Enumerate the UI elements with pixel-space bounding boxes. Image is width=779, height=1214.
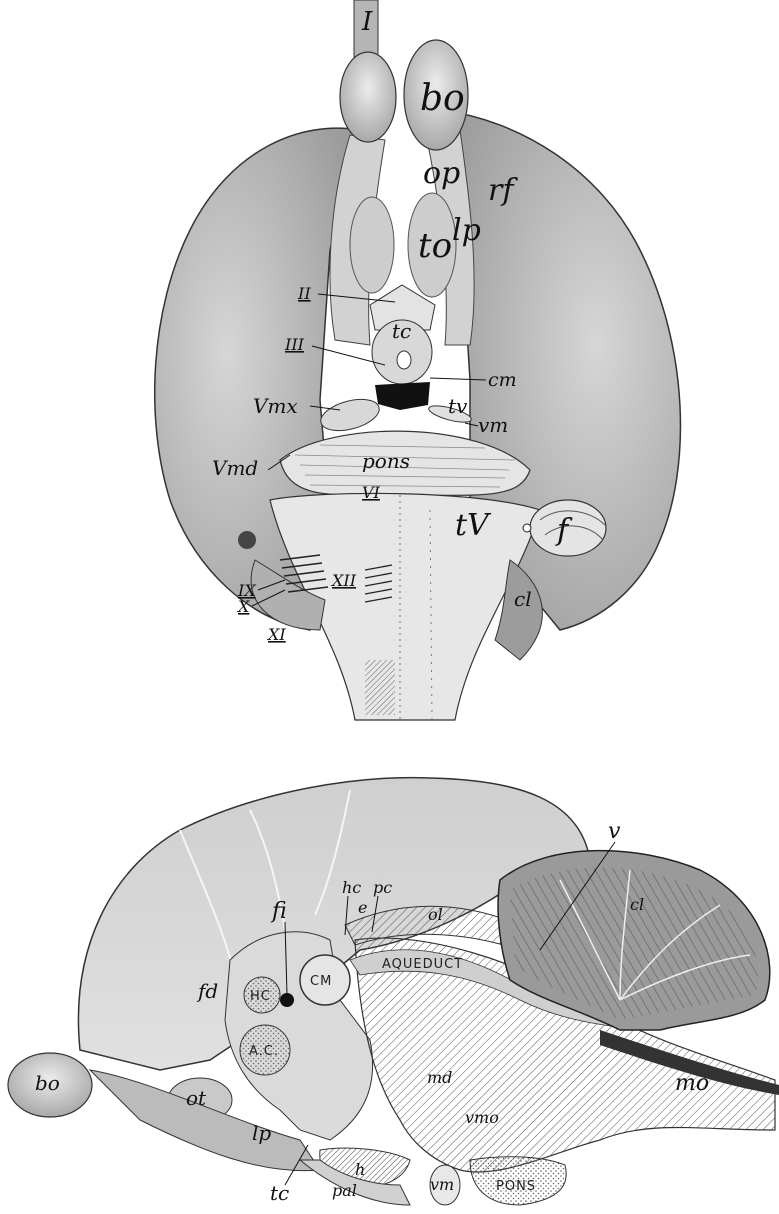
label-tv-small: tv [448, 394, 468, 418]
ventral-view-figure: I bo op rf to lp II tc III cm Vmx tv vm … [155, 0, 681, 720]
label-tV: tV [455, 508, 492, 543]
label-ot: ot [186, 1086, 207, 1110]
label-v: v [608, 819, 621, 844]
left-olfactory-bulb [340, 52, 396, 142]
maxillary-nerve [317, 394, 382, 437]
label-cl-top: cl [514, 587, 532, 611]
fornix-dot [280, 993, 294, 1007]
label-nerve-XII: XII [330, 571, 357, 590]
label-ol: ol [428, 905, 443, 924]
label-tc-top: tc [392, 319, 411, 343]
label-hc: hc [342, 878, 361, 897]
label-e: e [358, 898, 367, 917]
label-md: md [427, 1068, 452, 1087]
label-nerve-X: X [236, 597, 250, 616]
label-lp-top: lp [452, 213, 481, 248]
label-bo-top: bo [420, 78, 465, 119]
label-nerve-III: III [284, 335, 305, 354]
label-vmo: vmo [465, 1108, 499, 1127]
label-nerve-II: II [297, 284, 311, 303]
sagittal-view-figure: v cl hc pc fi e ol AQUEDUCT fd HC CM A.C… [8, 778, 779, 1205]
label-nerve-I: I [361, 7, 373, 37]
label-cl-bottom: cl [630, 895, 644, 914]
label-fi: fi [270, 899, 287, 924]
label-nerve-VI: VI [362, 483, 381, 502]
corpus-mamillare [375, 382, 430, 410]
label-cm-top: cm [488, 369, 517, 391]
label-fd: fd [196, 979, 218, 1003]
label-pons-top: pons [362, 449, 410, 473]
left-olfactory-tubercle [350, 197, 394, 293]
label-nerve-XI: XI [266, 625, 286, 644]
label-pons-bottom: PONS [496, 1179, 536, 1194]
label-lp-bottom: lp [252, 1121, 271, 1145]
pyramid-hatch [365, 660, 395, 715]
hypophysis-stalk [397, 351, 411, 369]
label-mo: mo [675, 1071, 709, 1096]
label-hc-region: HC [250, 989, 271, 1004]
label-tc-bottom: tc [270, 1181, 289, 1205]
label-op: op [423, 156, 460, 191]
label-vm-top: vm [478, 413, 508, 437]
label-vmx: Vmx [253, 394, 298, 418]
label-to: to [418, 226, 452, 266]
label-pal: pal [332, 1181, 357, 1200]
label-vmd: Vmd [212, 456, 258, 480]
label-bo-bottom: bo [35, 1071, 60, 1095]
label-h: h [355, 1160, 365, 1179]
label-pc: pc [373, 878, 392, 897]
label-aqueduct: AQUEDUCT [382, 957, 463, 972]
label-vm-bottom: vm [430, 1175, 454, 1194]
label-cm-region: CM [310, 974, 332, 989]
label-ac-region: A.C. [249, 1044, 279, 1059]
